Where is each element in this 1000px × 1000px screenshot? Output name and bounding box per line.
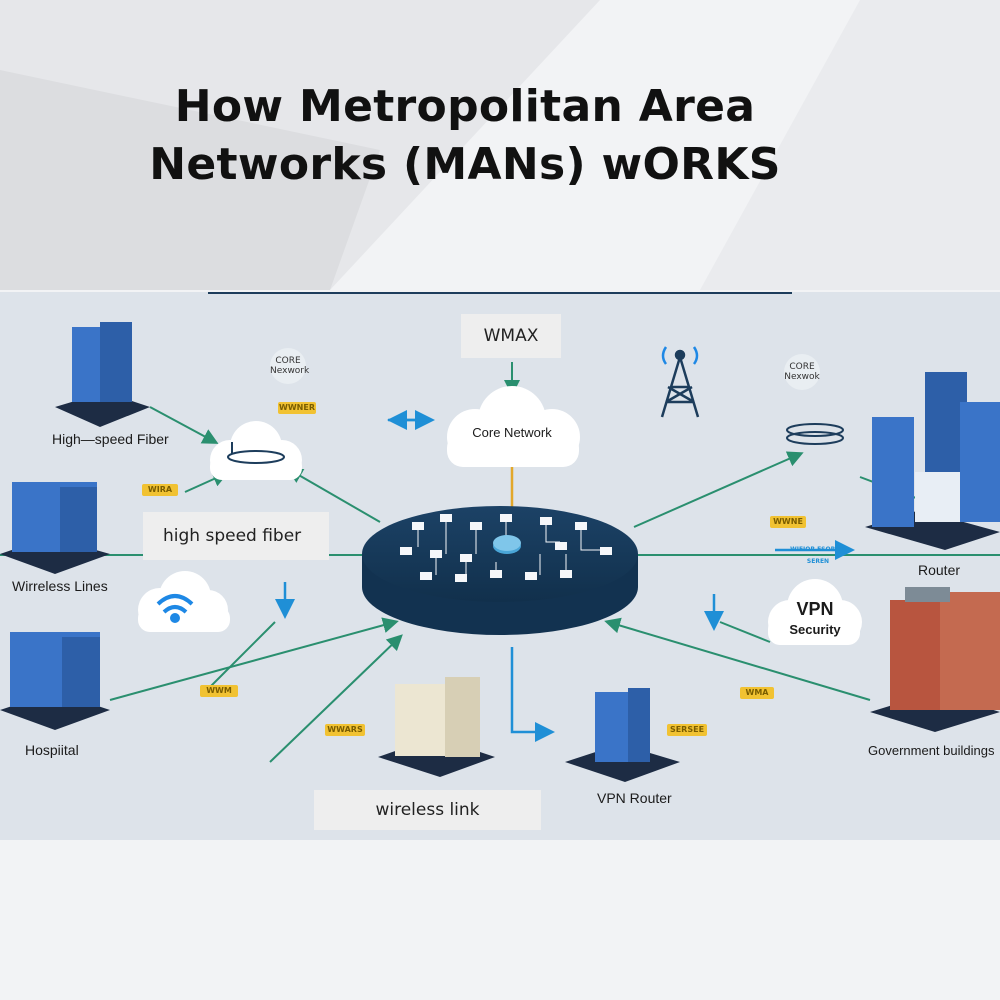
building-icon [870,587,1000,732]
cloud-icon [138,571,230,632]
core-badge-title: CORE [275,356,301,366]
tag-label: WWM [200,685,238,697]
hospital-label: Hospiital [25,742,79,758]
building-icon [565,688,680,782]
wireless-link-box: wireless link [314,790,541,830]
tag-label: WWNE [770,516,806,528]
core-network-badge-right: CORE Nexwok [784,354,820,390]
blue-arrows [275,410,855,742]
core-badge-sub: Nexwork [270,366,310,376]
cloud-icon [447,386,580,467]
core-badge-title: CORE [789,362,815,372]
tower-icon [660,346,700,418]
tag-label: WWARS [325,724,365,736]
high-speed-fiber-label: High—speed Fiber [52,431,169,447]
title-line-1: How Metropolitan Area [174,81,756,132]
building-icon [55,322,150,427]
tag-label: WIFIOR ESORIES SEREN [790,546,846,565]
title-line-2: Networks (MANs) wORKS [149,139,781,190]
vpn-label: VPN [796,599,834,619]
router-icon [786,423,844,445]
wireless-lines-label: Wirreless Lines [12,578,108,594]
vpn-router-label: VPN Router [597,790,672,806]
tag-label: WIRA [142,484,178,496]
router-icon [227,442,285,464]
high-speed-fiber-box: high speed fiber [143,512,329,560]
background-shapes [0,0,1000,290]
core-network-label: Core Network [472,425,552,440]
building-icon [378,677,495,777]
diagram-canvas [0,292,1000,782]
wmax-box: WMAX [461,314,561,358]
tag-label: WWNER [278,402,316,414]
man-diagram: WMAX high speed fiber wireless link Core… [0,292,1000,840]
cloud-icon [768,579,862,645]
tag-label: SERSEE [667,724,707,736]
core-hub [362,506,638,635]
security-label: Security [789,622,841,637]
router-label: Router [918,562,961,578]
tag-label: WMA [740,687,774,699]
government-buildings-label: Government buildings [868,743,995,758]
building-icon [0,482,110,574]
core-network-badge-left: CORE Nexwork [270,348,310,384]
building-icon [0,632,110,730]
page-title: How Metropolitan Area Networks (MANs) wO… [0,78,930,194]
core-badge-sub: Nexwok [784,372,820,382]
building-icon [865,372,1000,550]
wifi-icon [156,594,194,623]
